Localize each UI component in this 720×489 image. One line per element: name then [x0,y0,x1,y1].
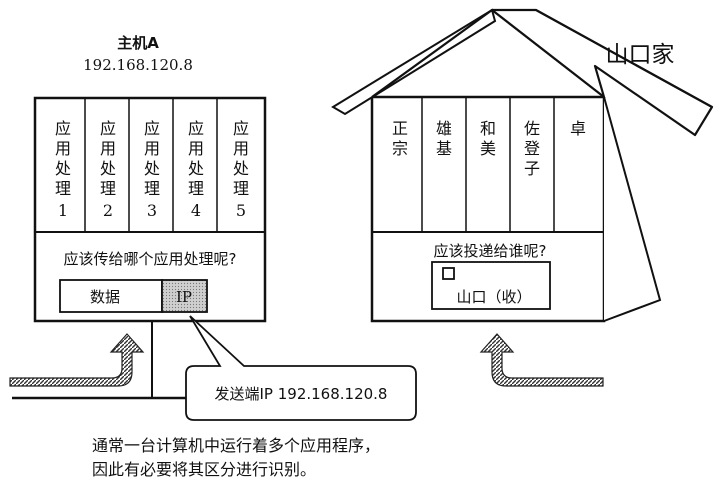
house-title: 山口家 [606,42,675,68]
member-char: 宗 [392,139,408,158]
packet-data-label: 数据 [90,288,120,306]
family-member-2: 雄 基 [436,119,452,158]
house-side-wall [603,96,662,322]
app-char: 用 [233,139,249,158]
app-number: 1 [58,201,68,220]
app-char: 处 [100,159,116,178]
app-char: 应 [233,119,249,138]
member-char: 正 [392,119,408,138]
packet-data-field [59,279,163,313]
app-char: 理 [233,179,249,198]
member-char: 卓 [570,119,586,138]
app-char: 应 [144,119,160,138]
app-char: 用 [100,139,116,158]
stamp-icon [442,267,455,280]
app-char: 理 [55,179,71,198]
app-char: 处 [233,159,249,178]
member-char: 雄 [436,119,452,138]
app-number: 3 [147,201,157,220]
packet-ip-field [161,279,208,313]
app-process-5: 应 用 处 理 5 [233,119,249,220]
app-process-2: 应 用 处 理 2 [100,119,116,220]
app-number: 4 [191,201,201,220]
host-ip: 192.168.120.8 [83,56,193,74]
member-char: 子 [524,159,540,178]
app-char: 应 [100,119,116,138]
app-char: 应 [188,119,204,138]
house-question: 应该投递给谁呢? [434,242,547,260]
member-char: 基 [436,139,452,158]
host-title: 主机A [117,34,159,52]
app-char: 用 [55,139,71,158]
family-member-5: 卓 [570,119,586,138]
envelope: 山口（收） [431,261,551,310]
app-char: 理 [100,179,116,198]
app-char: 应 [55,119,71,138]
app-char: 用 [188,139,204,158]
app-char: 处 [55,159,71,178]
packet-ip-label: IP [176,288,192,306]
app-char: 用 [144,139,160,158]
caption-line-1: 通常一台计算机中运行着多个应用程序， [92,436,380,455]
incoming-arrow-icon [9,333,145,387]
app-process-1: 应 用 处 理 1 [55,119,71,220]
host-question: 应该传给哪个应用处理呢? [64,250,237,268]
family-member-3: 和 美 [480,119,496,158]
family-member-4: 佐 登 子 [524,119,540,178]
family-member-1: 正 宗 [392,119,408,158]
member-char: 和 [480,119,496,138]
app-char: 处 [144,159,160,178]
network-cable [12,321,190,400]
caption-line-2: 因此有必要将其区分进行识别。 [92,460,316,479]
callout-text: 发送端IP 192.168.120.8 [215,385,388,403]
member-char: 佐 [524,119,540,138]
app-number: 5 [236,201,246,220]
app-process-3: 应 用 处 理 3 [144,119,160,220]
sender-ip-callout: 发送端IP 192.168.120.8 [185,315,417,421]
app-number: 2 [103,201,113,220]
member-char: 登 [524,139,540,158]
app-char: 理 [144,179,160,198]
app-char: 理 [188,179,204,198]
app-process-4: 应 用 处 理 4 [188,119,204,220]
packet: 数据 IP [59,279,208,313]
envelope-recipient: 山口（收） [456,288,531,306]
incoming-arrow-icon [479,333,604,387]
app-char: 处 [188,159,204,178]
member-char: 美 [480,139,496,158]
